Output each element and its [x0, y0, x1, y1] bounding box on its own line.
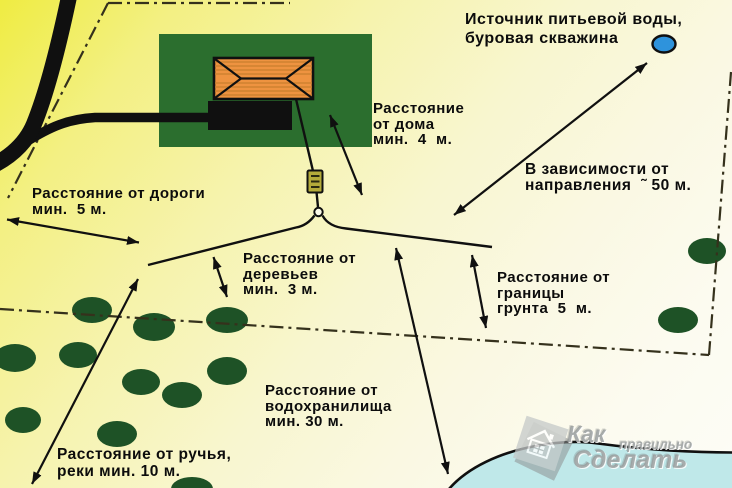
label-line: водохранилища — [265, 397, 392, 415]
water-pipe-lower — [315, 191, 320, 208]
tree-icon — [207, 357, 247, 385]
label-line: Расстояние — [373, 100, 465, 117]
water-pipe-upper — [294, 98, 315, 172]
pipe-junction — [313, 206, 324, 218]
watermark-word-2: правильно — [619, 437, 693, 452]
tree-icon — [658, 307, 698, 333]
distance-arrow-reservoir — [394, 247, 450, 475]
garage — [208, 101, 292, 130]
label-distance-house: Расстояние от дома мин. 4 м. — [373, 101, 464, 148]
watermark-word-1: Как — [567, 421, 606, 447]
label-line: Источник питьевой воды, — [465, 11, 683, 28]
pipe-meter-marks — [311, 175, 320, 188]
label-line: Расстояние от — [243, 250, 357, 267]
tree-icon — [688, 238, 726, 264]
plot-boundary-right — [707, 71, 732, 356]
house-roof — [212, 56, 315, 101]
label-distance-border: Расстояние от границы грунта 5 м. — [497, 270, 610, 317]
label-line: мин. 5 м. — [32, 200, 107, 218]
tree-icon — [206, 307, 248, 333]
pipe-branch-left — [147, 214, 316, 267]
label-line: мин. 3 м. — [243, 281, 318, 298]
tree-icon — [171, 477, 213, 488]
label-line: Расстояние от — [497, 269, 611, 286]
tree-icon — [72, 297, 112, 323]
distance-arrow-road — [6, 217, 140, 245]
pipe-branch-right — [321, 214, 493, 249]
distance-arrow-trees — [212, 256, 229, 298]
label-line: буровая скважина — [465, 30, 619, 47]
label-line: В зависимости от — [525, 161, 670, 178]
label-distance-river: Расстояние от ручья, реки мин. 10 м. — [57, 446, 232, 480]
label-distance-direction: В зависимости от направления ˜ 50 м. — [525, 162, 691, 194]
shoreline — [448, 440, 732, 488]
label-water-source: Источник питьевой воды, буровая скважина — [465, 10, 682, 48]
tree-icon — [5, 407, 41, 433]
label-line: мин. 30 м. — [265, 413, 344, 430]
distance-arrow-house — [328, 114, 364, 196]
label-line: Расстояние от дороги — [32, 185, 206, 202]
watermark-word-3: Сделать — [573, 446, 688, 474]
label-distance-road: Расстояние от дороги мин. 5 м. — [32, 186, 205, 217]
plot-boundary-left — [7, 2, 109, 199]
well-icon — [651, 34, 677, 54]
label-line: от дома — [373, 115, 435, 133]
distance-arrow-border — [469, 254, 489, 329]
watermark-house-icon — [526, 429, 556, 460]
road — [0, 0, 77, 171]
label-line: Расстояние от — [265, 382, 379, 399]
label-distance-trees: Расстояние от деревьев мин. 3 м. — [243, 251, 356, 298]
tree-icon — [59, 342, 97, 368]
label-line: деревьев — [243, 265, 319, 283]
watermark-logo — [512, 415, 574, 481]
label-line: грунта 5 м. — [497, 300, 593, 317]
label-line: мин. 4 м. — [373, 131, 453, 148]
tree-icon — [0, 344, 36, 372]
tree-icon — [97, 421, 137, 447]
distance-arrow-river — [31, 278, 139, 485]
label-line: Расстояние от ручья, — [57, 446, 232, 463]
label-distance-reservoir: Расстояние от водохранилища мин. 30 м. — [265, 383, 392, 430]
tree-icon — [162, 382, 202, 408]
label-line: реки мин. 10 м. — [57, 462, 181, 480]
distance-arrow-direction — [453, 62, 648, 216]
label-line: границы — [497, 284, 565, 302]
label-line: направления ˜ 50 м. — [525, 177, 692, 194]
tree-icon — [122, 369, 160, 395]
